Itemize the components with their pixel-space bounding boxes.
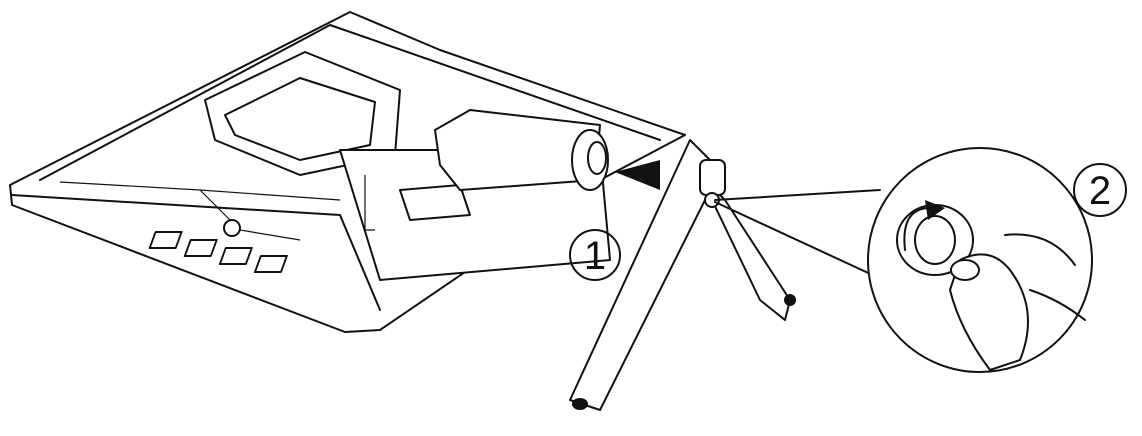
step-2-number: 2 <box>1089 169 1111 213</box>
stand-arm <box>434 109 609 191</box>
step-2-label: 2 <box>1073 163 1127 217</box>
step-1-label: 1 <box>569 229 621 281</box>
magnified-screw-detail <box>867 147 1093 373</box>
fingers <box>949 233 1086 371</box>
step-1-number: 1 <box>584 234 606 278</box>
base-stand <box>569 139 796 411</box>
monitor <box>9 11 686 333</box>
arrow-insert-icon <box>615 160 660 190</box>
ports <box>148 219 288 273</box>
